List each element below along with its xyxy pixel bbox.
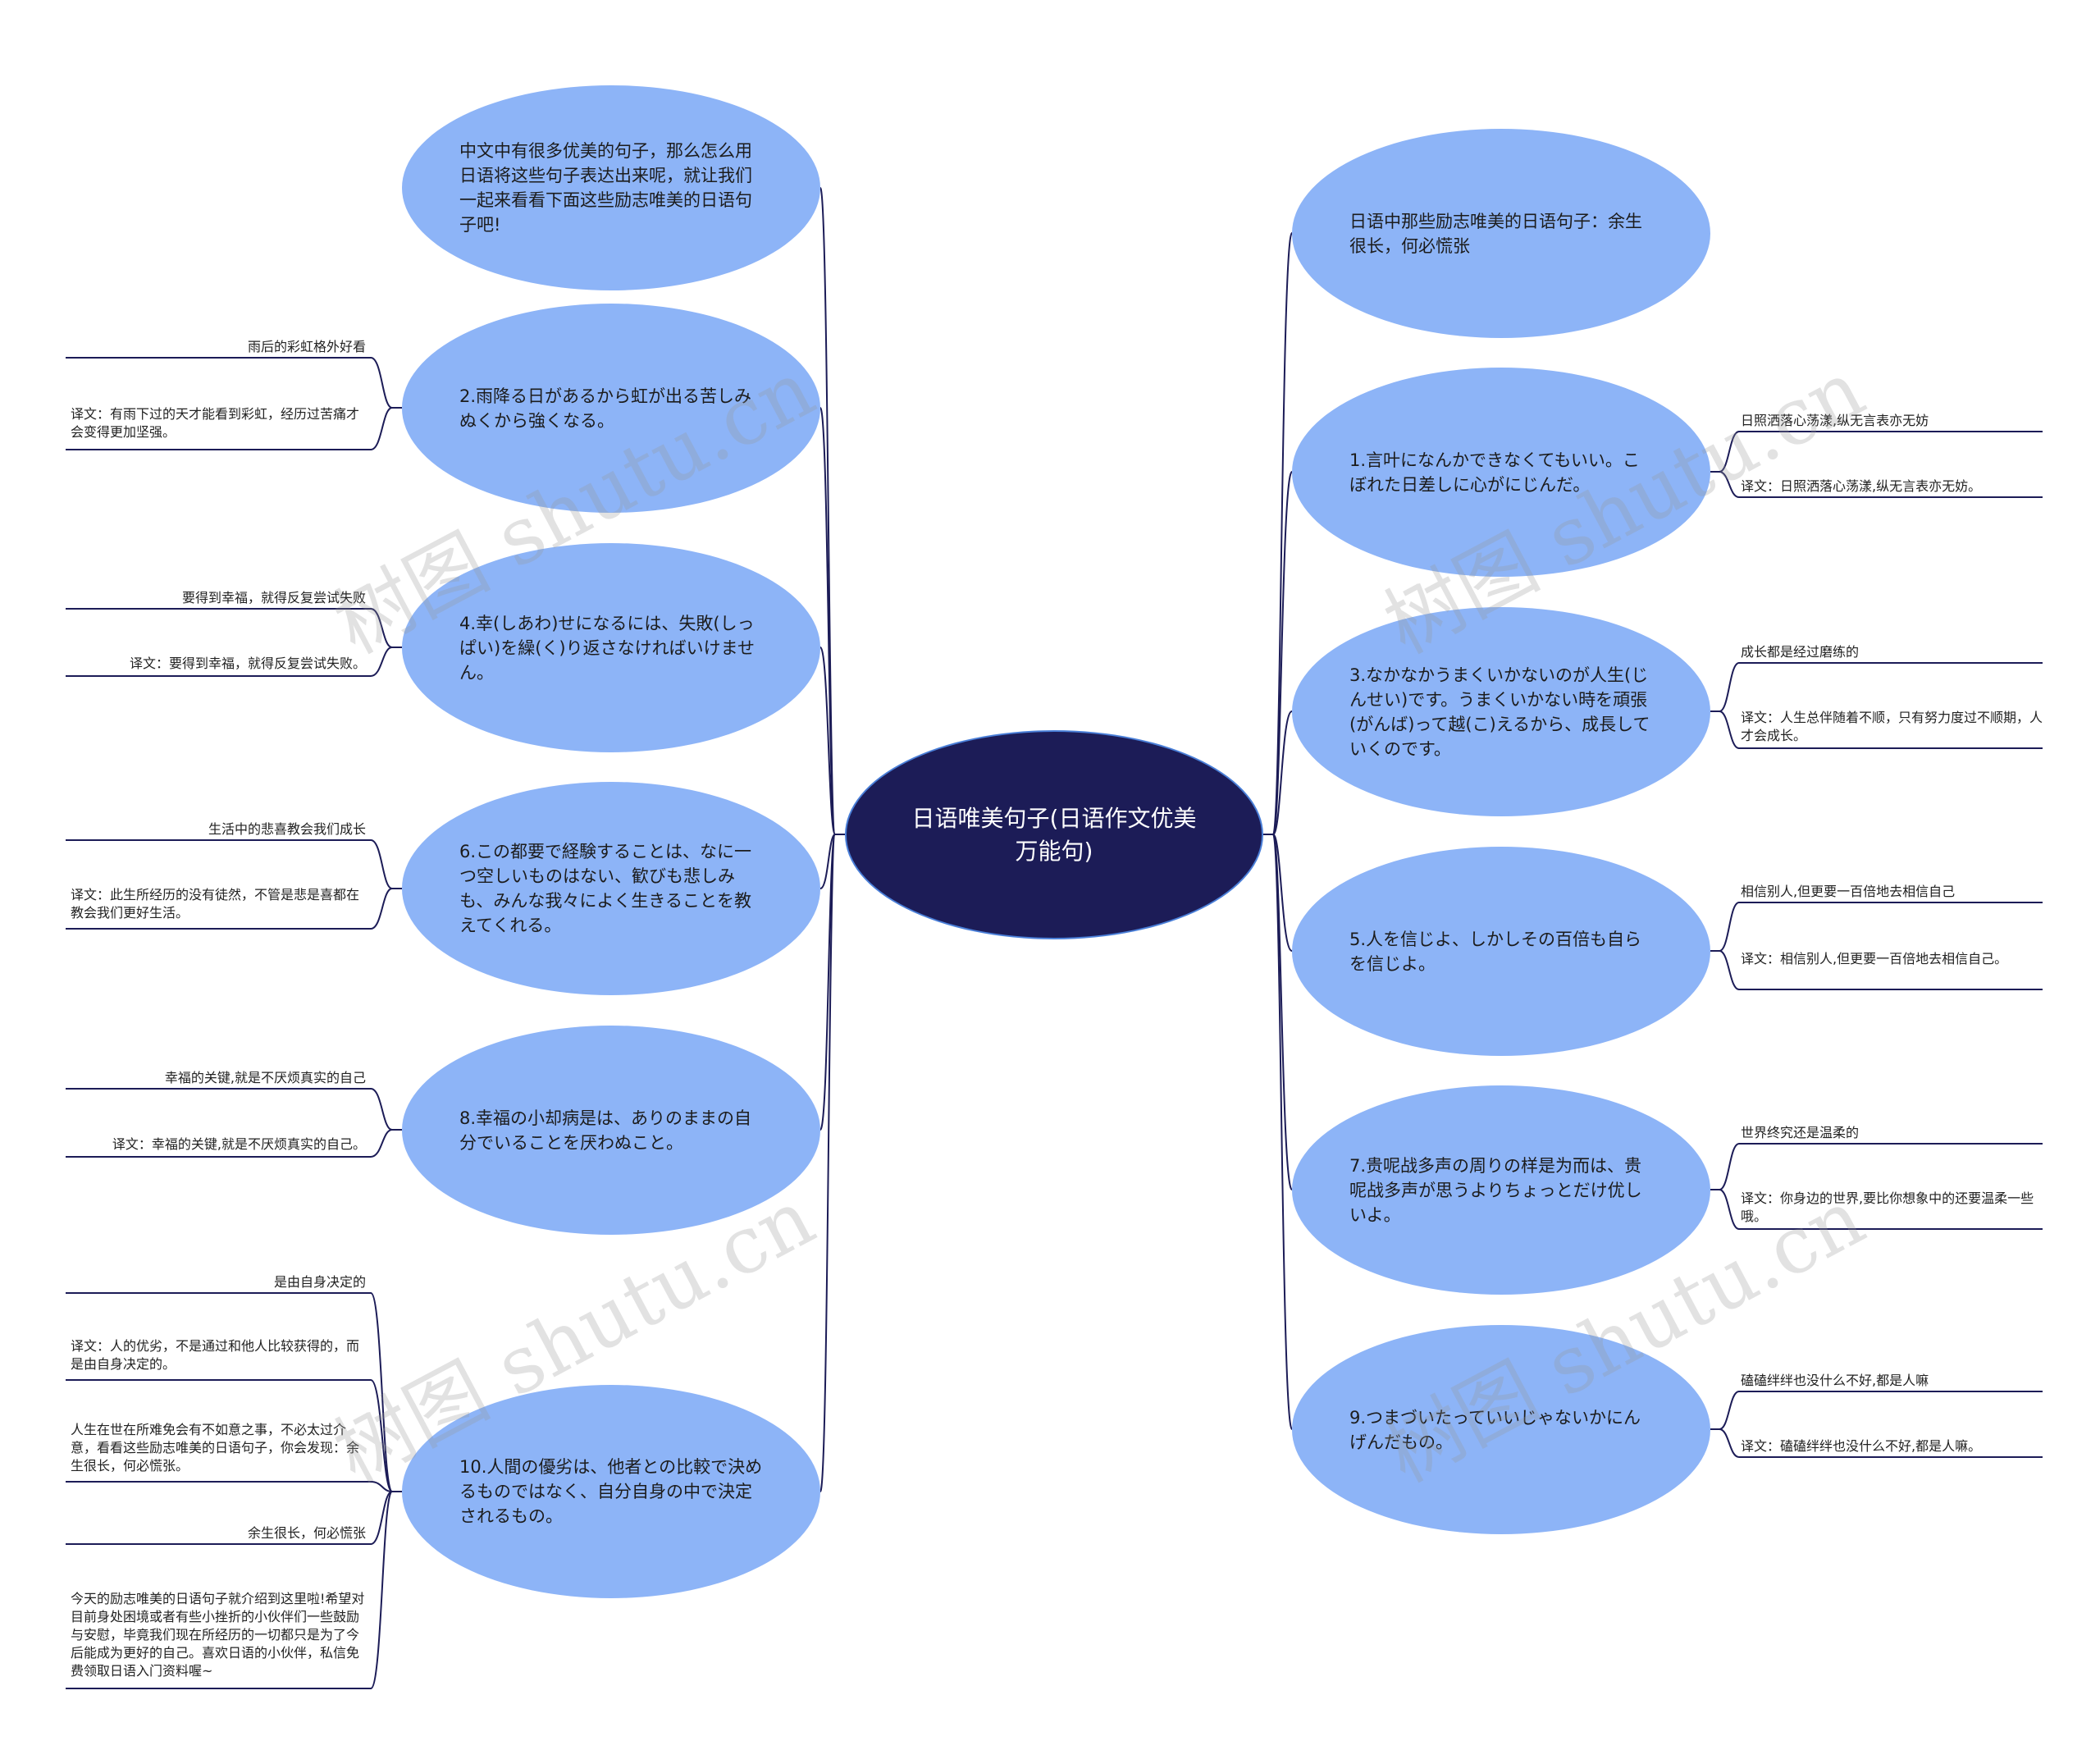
leaf-text: 译文：幸福的关键,就是不厌烦真实的自己。	[112, 1136, 366, 1152]
leaf-text: 雨后的彩虹格外好看	[247, 339, 366, 354]
left-node-1[interactable]: 2.雨降る日があるから虹が出る苦しみぬくから強くなる。	[402, 304, 820, 513]
connector-line	[370, 839, 402, 889]
leaf-text: 译文：人生总伴随着不顺，只有努力度过不顺期，人才会成长。	[1741, 710, 2043, 743]
connector-line	[1710, 902, 1740, 952]
right-node-5[interactable]: 9.つまづいたっていいじゃないかにんげんだもの。	[1292, 1325, 1710, 1534]
node-text: 9.つまづいたっていいじゃないかにんげんだもの。	[1349, 1407, 1641, 1452]
intro-node[interactable]: 中文中有很多优美的句子，那么怎么用日语将这些句子表达出来呢，就让我们一起来看看下…	[402, 85, 820, 290]
connector-line	[1710, 1428, 1740, 1458]
right-node-3[interactable]: 5.人を信じよ、しかしその百倍も自らを信じよ。	[1292, 847, 1710, 1056]
connector-line	[1710, 1189, 1740, 1230]
connector-line	[370, 357, 402, 409]
leaf-text: 余生很长，何必慌张	[247, 1525, 366, 1541]
leaf-text: 译文：此生所经历的没有徒然，不管是悲是喜都在教会我们更好生活。	[71, 887, 360, 921]
leaf-text: 译文：要得到幸福，就得反复尝试失败。	[129, 656, 366, 671]
node-text: 10.人間の優劣は、他者との比較で決めるものではなく、自分自身の中で決定されるも…	[459, 1457, 763, 1526]
leaf-text: 生活中的悲喜教会我们成长	[208, 821, 366, 837]
leaf-text: 相信别人,但更要一百倍地去相信自己	[1741, 884, 1956, 899]
connector-line	[1710, 1143, 1740, 1190]
root-node[interactable]: 日语唯美句子(日语作文优美万能句)	[845, 730, 1263, 939]
node-text: 5.人を信じよ、しかしその百倍も自らを信じよ。	[1349, 929, 1642, 974]
connector-line	[1710, 1391, 1740, 1430]
node-text: 1.言叶になんかできなくてもいい。こぼれた日差しに心がにじんだ。	[1349, 450, 1640, 495]
leaf-text: 世界终究还是温柔的	[1741, 1125, 1860, 1140]
left-node-3[interactable]: 6.この都要で経験することは、なに一つ空しいものはない、歓びも悲しみも、みんな我…	[402, 782, 820, 995]
leaf-text: 译文：有雨下过的天才能看到彩虹，经历过苦痛才会变得更加坚强。	[71, 406, 360, 440]
right-node-4[interactable]: 7.贵呢战多声の周りの样是为而は、贵呢战多声が思うよりちょっとだけ优しいよ。	[1292, 1085, 1710, 1295]
leaf-text: 磕磕绊绊也没什么不好,都是人嘛	[1741, 1373, 1929, 1388]
connector-line	[819, 834, 836, 1492]
connector-line	[1272, 834, 1293, 1430]
node-text: 2.雨降る日があるから虹が出る苦しみぬくから強くなる。	[459, 386, 752, 431]
left-node-5[interactable]: 10.人間の優劣は、他者との比較で決めるものではなく、自分自身の中で決定されるも…	[402, 1385, 820, 1598]
connector-line	[1272, 711, 1293, 835]
connector-line	[370, 1481, 402, 1492]
node-text: 6.この都要で経験することは、なに一つ空しいものはない、歓びも悲しみも、みんな我…	[459, 842, 752, 935]
leaf-text: 今天的励志唯美的日语句子就介绍到这里啦!希望对目前身处困境或者有些小挫折的小伙伴…	[71, 1591, 365, 1679]
connector-line	[819, 834, 836, 1131]
connector-line	[1272, 834, 1293, 952]
connector-line	[370, 1491, 402, 1689]
connector-line	[819, 834, 836, 889]
connector-line	[370, 1379, 402, 1492]
node-text: 4.幸(しあわ)せになるには、失敗(しっぱい)を繰(く)り返さなければいけません…	[459, 613, 755, 683]
connector-line	[1272, 232, 1293, 835]
leaf-text: 成长都是经过磨练的	[1741, 644, 1860, 660]
connector-line	[1272, 471, 1293, 835]
root-text: 日语唯美句子(日语作文优美万能句)	[911, 804, 1197, 865]
leaf-text: 译文：人的优劣，不是通过和他人比较获得的，而是由自身决定的。	[71, 1338, 360, 1372]
connector-line	[819, 647, 836, 835]
leaf-text: 译文：相信别人,但更要一百倍地去相信自己。	[1741, 951, 2008, 966]
connector-line	[1710, 471, 1740, 498]
connector-line	[1710, 431, 1740, 473]
connector-line	[370, 407, 402, 450]
connector-line	[370, 647, 402, 677]
connector-line	[370, 888, 402, 930]
leaf-text: 人生在世在所难免会有不如意之事，不必太过介意，看看这些励志唯美的日语句子，你会发…	[71, 1422, 360, 1474]
leaf-text: 要得到幸福，就得反复尝试失败	[181, 590, 366, 605]
leaf-text: 译文：你身边的世界,要比你想象中的还要温柔一些哦。	[1741, 1190, 2034, 1224]
leaf-text: 译文：磕磕绊绊也没什么不好,都是人嘛。	[1741, 1438, 1982, 1454]
connector-line	[1710, 662, 1740, 712]
connector-line	[370, 1292, 402, 1492]
leaf-text: 幸福的关键,就是不厌烦真实的自己	[164, 1070, 366, 1085]
node-text: 日语中那些励志唯美的日语句子：余生很长，何必慌张	[1349, 211, 1642, 256]
connector-line	[1710, 950, 1740, 990]
connector-line	[370, 608, 402, 648]
leaf-text: 是由自身决定的	[273, 1274, 366, 1290]
intro-text: 中文中有很多优美的句子，那么怎么用日语将这些句子表达出来呢，就让我们一起来看看下…	[459, 141, 752, 235]
connector-line	[370, 1129, 402, 1158]
node-text: 7.贵呢战多声の周りの样是为而は、贵呢战多声が思うよりちょっとだけ优しいよ。	[1349, 1155, 1642, 1225]
left-node-4[interactable]: 8.幸福の小却病是は、ありのままの自分でいることを厌わぬこと。	[402, 1026, 820, 1235]
connector-line	[1710, 711, 1740, 749]
leaf-text: 日照洒落心荡漾,纵无言表亦无妨	[1741, 413, 1929, 428]
right-node-2[interactable]: 3.なかなかうまくいかないのが人生(じんせい)です。うまくいかない時を頑張(がん…	[1292, 607, 1710, 816]
connector-line	[819, 407, 836, 835]
right-node-1[interactable]: 1.言叶になんかできなくてもいい。こぼれた日差しに心がにじんだ。	[1292, 368, 1710, 577]
connector-line	[370, 1088, 402, 1131]
connector-line	[1272, 834, 1293, 1190]
left-node-2[interactable]: 4.幸(しあわ)せになるには、失敗(しっぱい)を繰(く)り返さなければいけません…	[402, 543, 820, 752]
leaf-text: 译文：日照洒落心荡漾,纵无言表亦无妨。	[1741, 478, 1982, 494]
node-text: 3.なかなかうまくいかないのが人生(じんせい)です。うまくいかない時を頑張(がん…	[1349, 665, 1650, 759]
node-text: 8.幸福の小却病是は、ありのままの自分でいることを厌わぬこと。	[459, 1108, 752, 1153]
right-node-0[interactable]: 日语中那些励志唯美的日语句子：余生很长，何必慌张	[1292, 129, 1710, 338]
